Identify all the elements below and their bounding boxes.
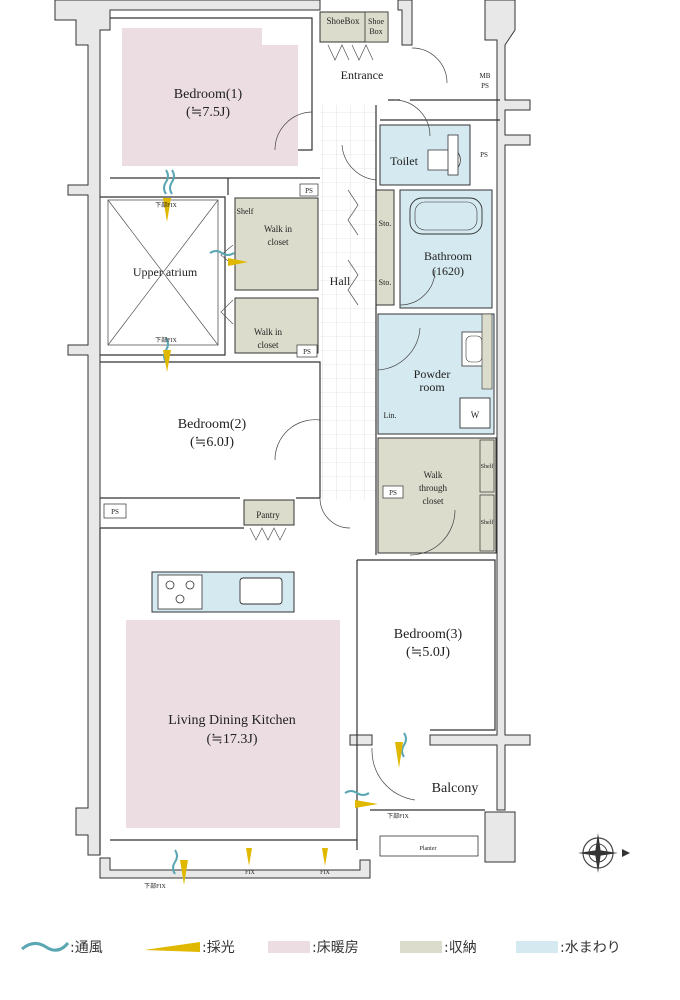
legend: :通風 :採光 :床暖房 :収納 :水まわり [14, 934, 674, 960]
ps-box-1 [299, 183, 319, 197]
bedroom3-name: Bedroom(3) [394, 627, 463, 642]
sto-zone [375, 189, 395, 306]
shelf-label-1: Shelf [237, 207, 254, 216]
wic1-label-2: closet [268, 237, 289, 247]
bedroom2-name: Bedroom(2) [178, 417, 247, 432]
legend-label-wind: :通風 [70, 940, 103, 956]
legend-label-storage: :収納 [444, 940, 477, 956]
shelf-label-2: Shelf [481, 463, 494, 470]
bathroom-size: (1620) [432, 264, 464, 278]
wtc-shelf-1 [479, 439, 495, 493]
fix-label-3: 下部FIX [387, 812, 409, 820]
ldk-heating-zone [126, 620, 340, 828]
fix-label-5: FIX [245, 870, 255, 876]
bathtub [409, 197, 483, 235]
ps-box-2 [296, 344, 318, 358]
pantry-label: Pantry [256, 510, 280, 520]
floor-heating-swatch [268, 941, 310, 953]
legend-label-floor-heating: :床暖房 [312, 940, 359, 956]
wtc-label-2: through [419, 483, 447, 493]
hall-grid [320, 105, 376, 500]
compass-icon [578, 833, 630, 873]
legend-item-light: :採光 [142, 934, 235, 960]
legend-item-floor-heating: :床暖房 [266, 934, 359, 960]
exterior-walls [54, 0, 531, 879]
fix-label-6: FIX [320, 870, 330, 876]
daylight-markers [163, 198, 403, 885]
legend-item-wind: :通風 [20, 934, 103, 960]
wic1-zone [234, 197, 319, 291]
storage-swatch [400, 941, 442, 953]
light-icon [144, 942, 200, 952]
hall-label: Hall [330, 274, 351, 288]
wtc-shelf-2 [479, 494, 495, 552]
legend-item-water: :水まわり [514, 934, 621, 960]
ps-box-4 [103, 503, 127, 519]
legend-label-light: :採光 [202, 940, 235, 956]
planter-label: Planter [420, 846, 437, 852]
pantry-zone [243, 499, 295, 526]
ps-label-4: PS [111, 508, 119, 516]
toilet-label: Toilet [390, 154, 418, 168]
bedroom1-name: Bedroom(1) [174, 87, 243, 102]
shoebox-divider [364, 11, 389, 43]
wtc-label-3: closet [423, 496, 444, 506]
fix-label-2: 下部FIX [155, 336, 177, 344]
stove-icon [157, 574, 203, 610]
planter-box [379, 835, 479, 857]
ldk-size: (≒17.3J) [206, 732, 257, 747]
bedroom2-size: (≒6.0J) [190, 435, 234, 450]
bedroom1-size: (≒7.5J) [186, 105, 230, 120]
legend-item-storage: :収納 [398, 934, 477, 960]
lin-label: Lin. [383, 411, 396, 420]
legend-label-water: :水まわり [560, 940, 621, 956]
mbps-label-a: MB [480, 72, 491, 80]
washer-label: W [471, 410, 480, 420]
balcony-label: Balcony [432, 781, 479, 796]
shelf-label-3: Shelf [481, 519, 494, 526]
wind-icon [21, 941, 70, 952]
atrium-label: Upper atrium [133, 265, 198, 279]
washer [459, 397, 491, 429]
ps-label-2: PS [303, 348, 311, 356]
fix-label-1: 下部FIX [155, 201, 177, 209]
ps-label-1: PS [305, 187, 313, 195]
bathroom-name: Bathroom [424, 249, 473, 263]
bedroom3-size: (≒5.0J) [406, 645, 450, 660]
fix-label-4: 下部FIX [144, 882, 166, 890]
shoebox2-label-a: Shoe [368, 17, 384, 26]
mbps-label-b: PS [481, 82, 489, 90]
sto-label-1: Sto. [379, 219, 392, 228]
ldk-name: Living Dining Kitchen [168, 713, 296, 728]
wic2-zone [234, 297, 319, 354]
door-swings [274, 47, 456, 801]
ps-label-toilet: PS [480, 151, 488, 159]
bedroom1-heating-zone [122, 28, 298, 166]
shoebox-label: ShoeBox [326, 16, 360, 26]
wtc-label-1: Walk [424, 470, 443, 480]
powder-label-1: Powder [414, 367, 451, 381]
wic2-label-1: Walk in [254, 327, 283, 337]
ps-box-3 [382, 485, 404, 499]
shoebox2-label-b: Box [369, 27, 382, 36]
interior-walls [99, 17, 500, 855]
ps-label-3: PS [389, 489, 397, 497]
sto-label-2: Sto. [379, 278, 392, 287]
water-swatch [516, 941, 558, 953]
wic2-label-2: closet [258, 340, 279, 350]
entrance-label: Entrance [341, 68, 384, 82]
kitchen-sink [239, 577, 283, 605]
upper-atrium-cross [107, 199, 219, 346]
wic1-label-1: Walk in [264, 224, 293, 234]
powder-label-2: room [419, 380, 445, 394]
